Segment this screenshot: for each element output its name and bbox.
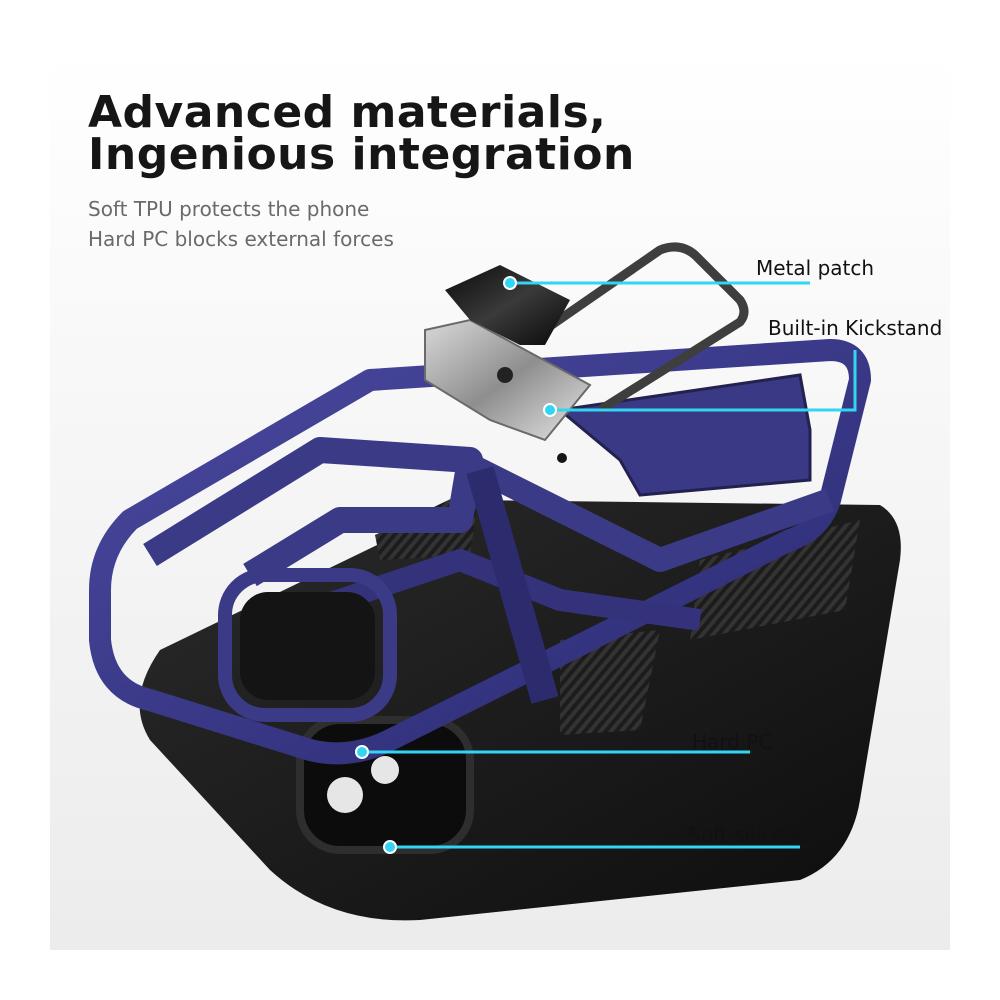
callout-label-metal-patch: Metal patch — [756, 256, 875, 280]
callout-dots — [355, 276, 557, 854]
metal-patch — [445, 265, 570, 345]
callout-dot-kickstand — [543, 403, 557, 417]
callout-dot-metal-patch — [503, 276, 517, 290]
kickstand-wire — [527, 242, 749, 414]
carbon-panel-center — [560, 630, 660, 735]
hard-pc-frame — [89, 339, 871, 765]
callout-label-soft-silicone: Soft silicone — [688, 823, 810, 847]
headline-line-1: Advanced materials, — [88, 87, 607, 138]
callout-dot-hard-pc — [355, 745, 369, 759]
subtitle-line-2: Hard PC blocks external forces — [88, 227, 394, 251]
headline: Advanced materials, Ingenious integratio… — [88, 87, 635, 180]
camera-ring — [218, 568, 397, 722]
callout-dot-soft-silicone — [383, 840, 397, 854]
callout-lines — [362, 281, 857, 849]
callout-line-kickstand — [550, 350, 857, 412]
callout-label-hard-pc: Hard PC — [692, 730, 773, 754]
subtitle: Soft TPU protects the phone Hard PC bloc… — [88, 194, 394, 254]
subtitle-line-1: Soft TPU protects the phone — [88, 197, 370, 221]
headline-line-2: Ingenious integration — [88, 129, 635, 180]
carbon-panel-right — [690, 520, 860, 640]
callout-label-kickstand: Built-in Kickstand — [768, 316, 943, 340]
